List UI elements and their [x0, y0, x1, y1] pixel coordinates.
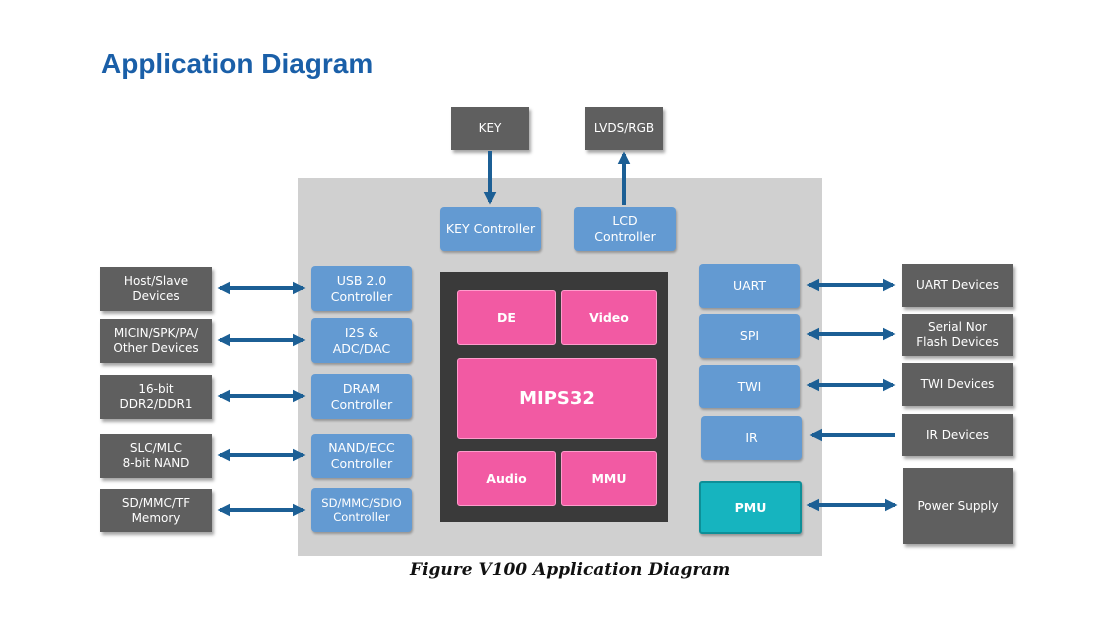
host-slave-devices: Host/Slave Devices [100, 267, 212, 311]
uart-controller: UART [699, 264, 800, 308]
nand-ecc-controller: NAND/ECC Controller [311, 434, 412, 478]
key-device: KEY [451, 107, 529, 150]
audio-block: Audio [457, 451, 556, 506]
diagram-title: Application Diagram [101, 48, 374, 79]
pmu-block: PMU [699, 481, 802, 534]
i2s-adc-dac: I2S & ADC/DAC [311, 318, 412, 363]
figure-caption: Figure V100 Application Diagram [410, 560, 731, 580]
sd-mmc-memory: SD/MMC/TF Memory [100, 489, 212, 532]
ir-controller: IR [701, 416, 802, 460]
mmu-block: MMU [561, 451, 657, 506]
ddr-memory: 16-bit DDR2/DDR1 [100, 375, 212, 419]
key-controller: KEY Controller [440, 207, 541, 251]
sdio-controller: SD/MMC/SDIO Controller [311, 488, 412, 532]
twi-devices: TWI Devices [902, 363, 1013, 406]
lcd-controller: LCD Controller [574, 207, 676, 251]
uart-devices: UART Devices [902, 264, 1013, 307]
serial-nor-flash-devices: Serial Nor Flash Devices [902, 314, 1013, 356]
dram-controller: DRAM Controller [311, 374, 412, 419]
power-supply: Power Supply [903, 468, 1013, 544]
twi-controller: TWI [699, 365, 800, 408]
spi-controller: SPI [699, 314, 800, 358]
ir-devices: IR Devices [902, 414, 1013, 456]
video-block: Video [561, 290, 657, 345]
lvds-rgb-device: LVDS/RGB [585, 107, 663, 150]
nand-memory: SLC/MLC 8-bit NAND [100, 434, 212, 478]
mips32-cpu: MIPS32 [457, 358, 657, 439]
micin-spk-devices: MICIN/SPK/PA/ Other Devices [100, 319, 212, 363]
usb-controller: USB 2.0 Controller [311, 266, 412, 311]
de-block: DE [457, 290, 556, 345]
